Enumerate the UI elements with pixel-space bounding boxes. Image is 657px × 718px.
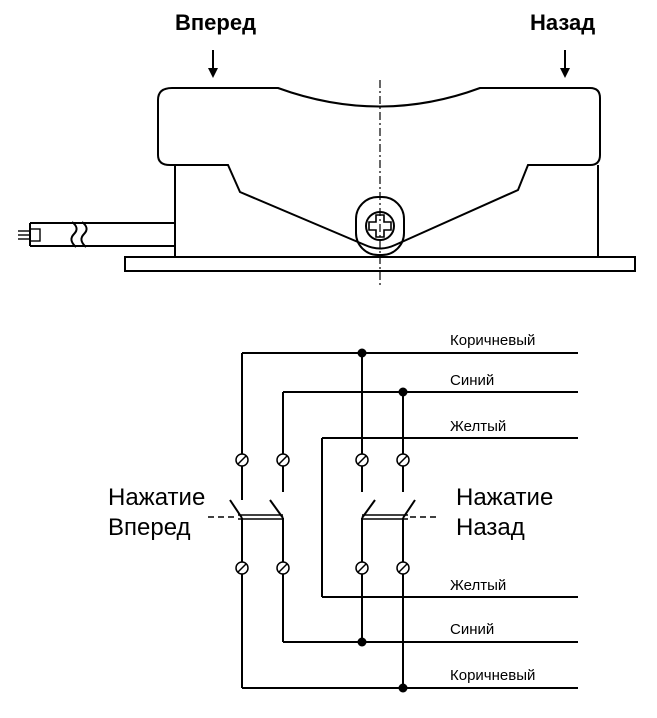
press-left-line2: Вперед	[108, 514, 191, 541]
wire-label-bottom-blue: Синий	[450, 621, 494, 638]
cross-screw-icon	[368, 214, 392, 238]
terminals	[235, 453, 410, 575]
terminal-icon	[235, 453, 249, 467]
junction-dot	[398, 387, 408, 397]
wire-label-top-brown: Коричневый	[450, 332, 535, 349]
wire-label-top-yellow: Желтый	[450, 418, 506, 435]
junction-dot	[357, 637, 367, 647]
terminal-icon	[235, 561, 249, 575]
wire-label-top-blue: Синий	[450, 372, 494, 389]
terminal-icon	[276, 453, 290, 467]
terminal-icon	[396, 453, 410, 467]
terminal-icon	[276, 561, 290, 575]
press-right-line2: Назад	[456, 514, 525, 541]
junction-dot	[398, 683, 408, 693]
label-back: Назад	[530, 10, 595, 35]
terminal-icon	[396, 561, 410, 575]
arrow-back-icon	[560, 50, 570, 78]
junction-dot	[357, 348, 367, 358]
cable-break	[70, 221, 78, 248]
wire-label-bottom-brown: Коричневый	[450, 667, 535, 684]
terminal-icon	[355, 561, 369, 575]
press-right-line1: Нажатие	[456, 484, 553, 511]
pedal-top	[157, 87, 601, 250]
label-forward: Вперед	[175, 10, 256, 35]
connector-plug-icon	[18, 228, 41, 242]
junctions	[357, 348, 408, 693]
terminal-icon	[355, 453, 369, 467]
press-left-line1: Нажатие	[108, 484, 205, 511]
wire-label-bottom-yellow: Желтый	[450, 577, 506, 594]
arrow-forward-icon	[208, 50, 218, 78]
pedal-mechanical-drawing	[18, 80, 636, 285]
